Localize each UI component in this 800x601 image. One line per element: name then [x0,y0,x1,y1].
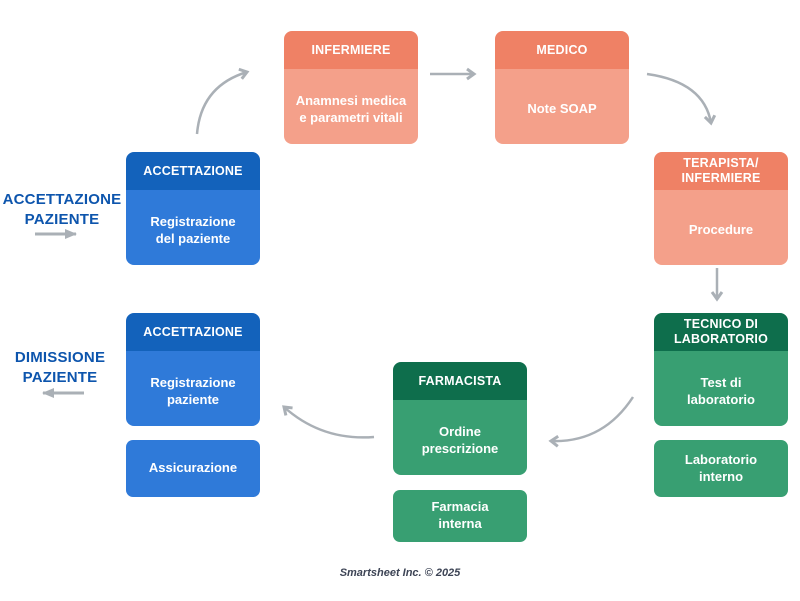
subnode-farmacia-interna: Farmacia interna [393,490,527,542]
subnode-laboratorio-interno: Laboratorio interno [654,440,788,497]
node-tecnico-laboratorio: TECNICO DI LABORATORIO Test di laborator… [654,313,788,426]
node-accettazione-bottom-header: ACCETTAZIONE [126,313,260,351]
node-tecnico-body: Test di laboratorio [654,351,788,426]
arrow-medico-to-terapista [646,72,717,126]
node-accettazione-top-body: Registrazione del paziente [126,190,260,265]
arrow-farmacista-to-accettazione [282,405,375,439]
node-farmacista-body: Ordine prescrizione [393,400,527,475]
node-terapista-header: TERAPISTA/ INFERMIERE [654,152,788,190]
node-medico: MEDICO Note SOAP [495,31,629,144]
arrow-accettazione-to-infermiere [195,67,250,135]
node-terapista-infermiere: TERAPISTA/ INFERMIERE Procedure [654,152,788,265]
node-accettazione-top-header: ACCETTAZIONE [126,152,260,190]
node-terapista-body: Procedure [654,190,788,265]
label-accettazione-paziente: ACCETTAZIONE PAZIENTE [2,191,122,229]
node-accettazione-top: ACCETTAZIONE Registrazione del paziente [126,152,260,265]
copyright-text: Smartsheet Inc. © 2025 [339,567,461,579]
node-tecnico-header: TECNICO DI LABORATORIO [654,313,788,351]
node-infermiere-body: Anamnesi medica e parametri vitali [284,69,418,144]
arrow-tecnico-to-farmacista [548,396,635,448]
node-accettazione-bottom-body: Registrazione paziente [126,351,260,426]
label-dimissione-paziente: DIMISSIONE PAZIENTE [14,349,106,387]
node-infermiere: INFERMIERE Anamnesi medica e parametri v… [284,31,418,144]
node-infermiere-header: INFERMIERE [284,31,418,69]
subnode-assicurazione: Assicurazione [126,440,260,497]
node-farmacista: FARMACISTA Ordine prescrizione [393,362,527,475]
node-medico-header: MEDICO [495,31,629,69]
node-accettazione-bottom: ACCETTAZIONE Registrazione paziente [126,313,260,426]
node-farmacista-header: FARMACISTA [393,362,527,400]
node-medico-body: Note SOAP [495,69,629,144]
